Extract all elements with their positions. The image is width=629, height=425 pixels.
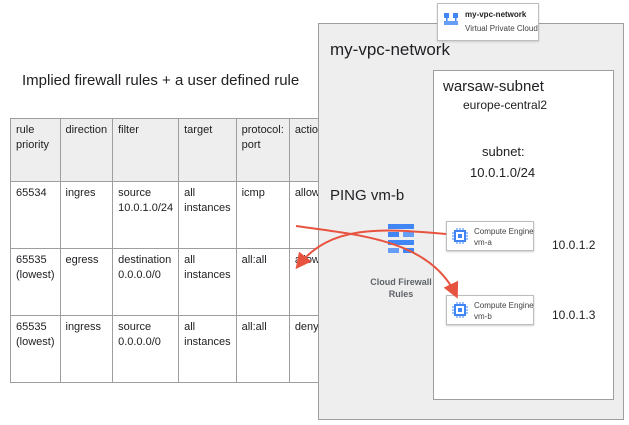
vm-ip: 10.0.1.3	[552, 308, 596, 322]
table-row: 65535 (lowest) ingress source 0.0.0.0/0 …	[10, 315, 337, 383]
legend-name: my-vpc-network	[465, 10, 527, 19]
table-header-row: rule priority direction filter target pr…	[10, 118, 337, 182]
cell: 65535 (lowest)	[10, 315, 61, 383]
col-header: filter	[112, 118, 180, 182]
compute-engine-icon	[452, 302, 468, 318]
col-header: target	[178, 118, 237, 182]
firewall-label: Cloud Firewall Rules	[362, 276, 440, 300]
vm-ip: 10.0.1.2	[552, 238, 596, 252]
vpc-icon	[444, 13, 458, 25]
cell: all instances	[178, 315, 237, 383]
cell: destination 0.0.0.0/0	[112, 248, 180, 316]
firewall-label-line1: Cloud Firewall	[370, 277, 432, 287]
cell: ingress	[59, 315, 114, 383]
vpc-legend-card	[437, 3, 539, 41]
compute-engine-icon	[452, 228, 468, 244]
diagram-heading: Implied firewall rules + a user defined …	[22, 72, 300, 89]
subnet-label: subnet:	[482, 144, 525, 159]
col-header: direction	[59, 118, 114, 182]
egress-arrow	[295, 229, 447, 270]
cell: icmp	[235, 181, 290, 249]
legend-type: Virtual Private Cloud	[465, 24, 538, 33]
ping-label: PING vm-b	[330, 187, 405, 204]
firewall-label-line2: Rules	[388, 289, 414, 299]
vpc-title: my-vpc-network	[330, 40, 450, 59]
cell: ingres	[59, 181, 114, 249]
firewall-rules-table: rule priority direction filter target pr…	[10, 118, 337, 383]
cell: all instances	[178, 181, 237, 249]
subnet-region: europe-central2	[463, 98, 548, 112]
subnet-title: warsaw-subnet	[443, 78, 544, 95]
vm-name-label: vm-a	[474, 238, 492, 247]
vm-name-label: vm-b	[474, 312, 492, 321]
cell: source 10.0.1.0/24	[112, 181, 180, 249]
cell: source 0.0.0.0/0	[112, 315, 180, 383]
vm-service-label: Compute Engine	[474, 301, 534, 310]
col-header: protocol: port	[235, 118, 290, 182]
cell: all:all	[235, 248, 290, 316]
subnet-cidr: 10.0.1.0/24	[470, 165, 536, 180]
cell: 65535 (lowest)	[10, 248, 61, 316]
cell: all:all	[235, 315, 290, 383]
vm-service-label: Compute Engine	[474, 227, 534, 236]
ingress-arrow	[295, 225, 459, 299]
cell: egress	[59, 248, 114, 316]
